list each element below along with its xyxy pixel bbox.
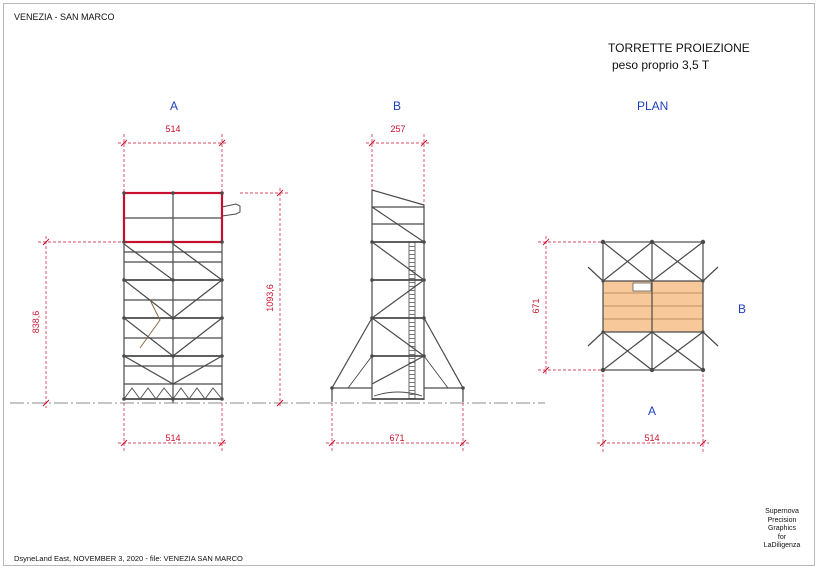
dim-plan-front-width: 514 <box>644 433 659 443</box>
sheet-frame <box>3 3 815 566</box>
credit-line: Supernova <box>765 508 799 515</box>
plan-view <box>587 239 719 373</box>
joint-nodes-b <box>330 240 465 390</box>
dim-a-left-height: 838,6 <box>31 311 41 334</box>
platform-deck <box>603 281 703 332</box>
plan-front-label: A <box>648 404 657 418</box>
joint-nodes-a <box>122 191 224 401</box>
elevation-b <box>331 189 464 402</box>
drawing-subtitle: peso proprio 3,5 T <box>612 58 710 72</box>
credit-line: Precision <box>767 516 797 524</box>
view-label-plan: PLAN <box>637 99 669 113</box>
dim-b-top-width: 257 <box>390 124 405 134</box>
credit-line: for <box>777 533 787 541</box>
footer-file-info: DsyneLand East, NOVEMBER 3, 2020 - file:… <box>14 554 243 563</box>
location-label: VENEZIA - SAN MARCO <box>14 12 115 22</box>
dim-a-top-width: 514 <box>165 124 180 134</box>
view-label-a: A <box>170 99 179 113</box>
dim-a-right-height: 1093,6 <box>265 284 275 312</box>
hatch-grate <box>632 282 652 292</box>
dimension-ticks <box>42 139 707 447</box>
plan-side-label: B <box>738 302 747 316</box>
dim-a-bottom-width: 514 <box>165 433 180 443</box>
credit-block: Supernova Precision Graphics for LaDilig… <box>752 508 812 551</box>
dim-plan-side-depth: 671 <box>531 298 541 313</box>
credit-line: LaDiligenza <box>763 542 801 549</box>
view-label-b: B <box>393 99 402 113</box>
drawing-title: TORRETTE PROIEZIONE <box>608 41 750 55</box>
dimension-lines <box>38 134 709 452</box>
credit-line: Graphics <box>767 525 796 532</box>
dim-b-bottom-width: 671 <box>389 433 404 443</box>
